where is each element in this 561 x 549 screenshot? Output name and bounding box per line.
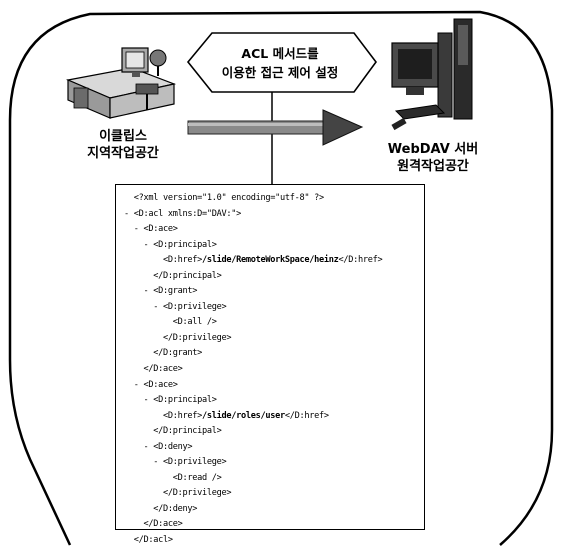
- xml-line-text: - <D:grant>: [143, 286, 198, 297]
- xml-line: </D:principal>: [124, 269, 382, 285]
- xml-line-text: </D:privilege>: [163, 488, 232, 499]
- xml-line: </D:deny>: [124, 502, 382, 518]
- xml-line: </D:privilege>: [124, 331, 382, 347]
- xml-line-href-value: /slide/RemoteWorkSpace/heinz: [202, 255, 339, 266]
- xml-line-text: <?xml version="1.0" encoding="utf-8" ?>: [133, 193, 324, 203]
- xml-line: </D:principal>: [124, 424, 382, 440]
- xml-line-text: </D:deny>: [153, 503, 198, 514]
- workstation-desk-icon: [65, 47, 177, 119]
- xml-line-href-value: /slide/roles/user: [202, 410, 285, 421]
- xml-line: - <D:privilege>: [124, 300, 382, 316]
- xml-line-text: <D:read />: [172, 472, 222, 483]
- xml-line: - <D:ace>: [124, 378, 382, 394]
- xml-line-text: - <D:deny>: [143, 441, 193, 452]
- local-workspace-line2: 지역작업공간: [87, 146, 159, 161]
- xml-line-text: </D:acl>: [133, 535, 173, 546]
- local-workspace-line1: 이클립스: [99, 129, 147, 144]
- xml-line: - <D:privilege>: [124, 455, 382, 471]
- acl-xml-document: <?xml version="1.0" encoding="utf-8" ?> -…: [115, 184, 425, 545]
- xml-line: </D:privilege>: [124, 486, 382, 502]
- xml-line-text: </D:privilege>: [163, 332, 232, 343]
- xml-line-text: - <D:principal>: [143, 395, 217, 406]
- right-arrow-icon: [187, 109, 364, 146]
- xml-line-text: </D:ace>: [143, 364, 183, 375]
- xml-line: <D:href>/slide/roles/user</D:href>: [124, 409, 382, 425]
- remote-workspace-line1: WebDAV 서버: [387, 142, 479, 157]
- xml-line-text: - <D:ace>: [133, 379, 178, 390]
- xml-line: <D:read />: [124, 471, 382, 487]
- server-computer-icon: [391, 18, 473, 131]
- callout-hexagon: [186, 32, 377, 93]
- xml-line: - <D:deny>: [124, 440, 382, 456]
- remote-workspace-line2: 원격작업공간: [397, 159, 469, 174]
- xml-line-tag-open: <D:href>: [163, 410, 202, 421]
- xml-line-text: - <D:acl xmlns:D="DAV:">: [124, 208, 241, 219]
- xml-line: <D:href>/slide/RemoteWorkSpace/heinz</D:…: [124, 253, 383, 269]
- xml-line-text: </D:principal>: [153, 426, 222, 437]
- xml-line-text: </D:principal>: [153, 270, 222, 281]
- xml-line: - <D:principal>: [124, 393, 382, 409]
- xml-code-lines: <?xml version="1.0" encoding="utf-8" ?> -…: [124, 191, 383, 549]
- xml-line-tag-close: </D:href>: [338, 255, 383, 266]
- xml-line: <?xml version="1.0" encoding="utf-8" ?>: [124, 191, 382, 207]
- remote-workspace-label: WebDAV 서버 원격작업공간: [378, 141, 488, 175]
- xml-line: </D:ace>: [124, 362, 382, 378]
- xml-line-tag-close: </D:href>: [284, 410, 329, 421]
- xml-line: </D:grant>: [124, 346, 382, 362]
- acl-callout-line1: ACL 메서드를: [241, 46, 319, 61]
- xml-line: </D:acl>: [124, 533, 382, 549]
- outer-frame: [8, 10, 554, 546]
- xml-line-text: <D:all />: [172, 317, 217, 328]
- xml-line-text: </D:grant>: [153, 348, 202, 359]
- xml-line-text: - <D:privilege>: [153, 457, 227, 468]
- xml-line: - <D:acl xmlns:D="DAV:">: [124, 207, 382, 223]
- xml-line: </D:ace>: [124, 517, 382, 533]
- acl-callout-label: ACL 메서드를 이용한 접근 제어 설정: [190, 44, 370, 82]
- xml-line: - <D:ace>: [124, 222, 382, 238]
- local-workspace-label: 이클립스 지역작업공간: [78, 128, 168, 162]
- xml-line: - <D:grant>: [124, 284, 382, 300]
- xml-line-text: - <D:ace>: [133, 224, 178, 235]
- xml-line-text: - <D:principal>: [143, 239, 217, 250]
- xml-line-tag-open: <D:href>: [163, 255, 202, 266]
- xml-line: - <D:principal>: [124, 238, 382, 254]
- xml-line-text: </D:ace>: [143, 519, 183, 530]
- xml-line: <D:all />: [124, 315, 382, 331]
- acl-callout-line2: 이용한 접근 제어 설정: [221, 65, 339, 80]
- xml-line-text: - <D:privilege>: [153, 301, 227, 312]
